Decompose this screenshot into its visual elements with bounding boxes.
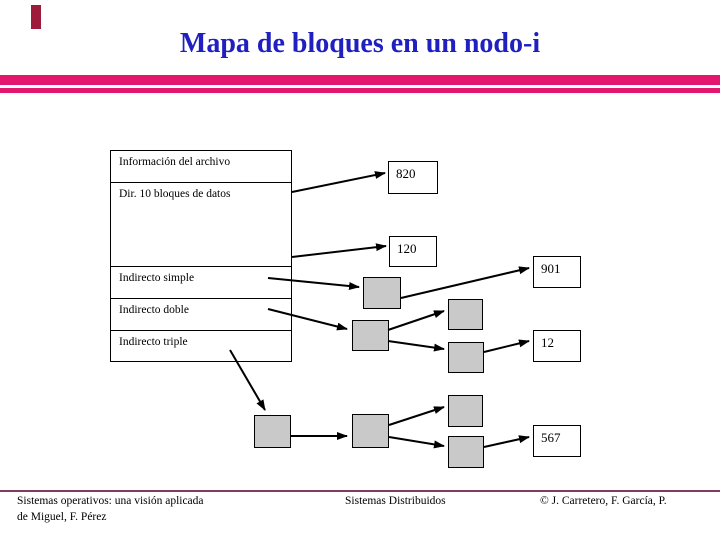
data-block-120: 120 bbox=[389, 236, 437, 267]
inode-row-label: Información del archivo bbox=[119, 156, 231, 168]
data-block-number: 12 bbox=[541, 335, 554, 350]
footer-divider-line bbox=[0, 490, 720, 492]
data-block-901: 901 bbox=[533, 256, 581, 288]
arrow-level2b-to-12 bbox=[483, 339, 530, 353]
footer-book-line2: de Miguel, F. Pérez bbox=[17, 510, 107, 523]
inode-row-single-indirect: Indirecto simple bbox=[111, 267, 291, 299]
slide-title: Mapa de bloques en un nodo-i bbox=[179, 28, 541, 59]
data-block-567: 567 bbox=[533, 425, 581, 457]
triple-indirect-block-level3a bbox=[448, 395, 483, 427]
arrow-indirect-to-901 bbox=[400, 266, 530, 299]
triple-indirect-block-level2 bbox=[352, 414, 389, 448]
footer-course-name: Sistemas Distribuidos bbox=[345, 495, 446, 507]
triple-indirect-block-level1 bbox=[254, 415, 291, 448]
arrow-doble-level1-to-level2a bbox=[387, 310, 445, 331]
arrow-triple-level2-to-level3b bbox=[388, 436, 445, 449]
arrow-triple-level2-to-level3a bbox=[388, 406, 445, 426]
title-underline-thin bbox=[0, 88, 720, 93]
inode-row-label: Indirecto doble bbox=[119, 304, 189, 316]
data-block-number: 567 bbox=[541, 430, 561, 445]
data-block-820: 820 bbox=[388, 161, 438, 194]
arrow-direct-to-820 bbox=[291, 171, 386, 193]
triple-indirect-block-level3b bbox=[448, 436, 484, 468]
footer-copyright: © J. Carretero, F. García, P. bbox=[540, 495, 667, 507]
inode-row-triple-indirect: Indirecto triple bbox=[111, 331, 291, 361]
inode-row-label: Indirecto triple bbox=[119, 336, 188, 348]
inode-row-file-info: Información del archivo bbox=[111, 151, 291, 183]
inode-row-label: Dir. 10 bloques de datos bbox=[119, 188, 231, 200]
inode-row-direct-blocks: Dir. 10 bloques de datos bbox=[111, 183, 291, 267]
double-indirect-block-level2b bbox=[448, 342, 484, 373]
data-block-number: 120 bbox=[397, 241, 417, 256]
title-underline-thick bbox=[0, 75, 720, 85]
footer-book-line1: Sistemas operativos: una visión aplicada bbox=[17, 495, 204, 507]
data-block-number: 820 bbox=[396, 166, 416, 181]
single-indirect-block bbox=[363, 277, 401, 309]
arrow-level3b-to-567 bbox=[483, 435, 530, 448]
footer-book-reference: Sistemas operativos: una visión aplicada… bbox=[17, 494, 277, 525]
inode-row-double-indirect: Indirecto doble bbox=[111, 299, 291, 331]
top-left-accent-bar bbox=[31, 5, 41, 29]
inode-table: Información del archivo Dir. 10 bloques … bbox=[110, 150, 292, 362]
double-indirect-block-level2a bbox=[448, 299, 483, 330]
arrow-direct-to-120 bbox=[291, 243, 387, 258]
arrow-doble-level1-to-level2b bbox=[387, 340, 445, 352]
inode-row-label: Indirecto simple bbox=[119, 272, 195, 284]
data-block-number: 901 bbox=[541, 261, 561, 276]
data-block-12: 12 bbox=[533, 330, 581, 362]
double-indirect-block-level1 bbox=[352, 320, 389, 351]
